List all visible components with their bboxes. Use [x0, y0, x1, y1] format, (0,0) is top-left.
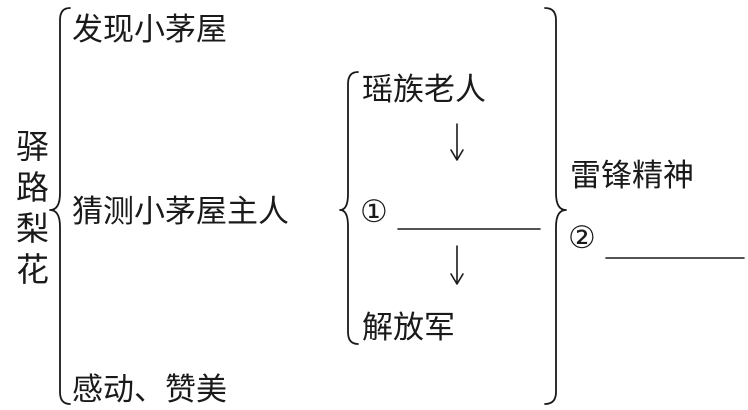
down-arrow-1: [450, 123, 464, 161]
left-brace: [49, 7, 71, 405]
vertical-title: 驿 路 梨 花: [16, 127, 49, 289]
title-char-4: 花: [16, 250, 49, 289]
branch-moved-praise: 感动、赞美: [72, 372, 227, 408]
title-char-2: 路: [16, 168, 49, 207]
down-arrow-2: [450, 245, 464, 285]
right-brace: [544, 7, 567, 405]
title-char-1: 驿: [16, 127, 49, 166]
blank-1-marker: ①: [360, 194, 388, 230]
blank-2-marker: ②: [568, 220, 596, 256]
branch-guess-owner: 猜测小茅屋主人: [72, 194, 289, 230]
title-char-3: 梨: [16, 209, 49, 248]
lei-feng-spirit: 雷锋精神: [570, 158, 694, 194]
branch-discover-hut: 发现小茅屋: [72, 12, 227, 48]
guess-pla: 解放军: [362, 310, 455, 346]
guess-yao-elder: 瑶族老人: [362, 72, 486, 108]
inner-left-brace: [339, 71, 359, 345]
